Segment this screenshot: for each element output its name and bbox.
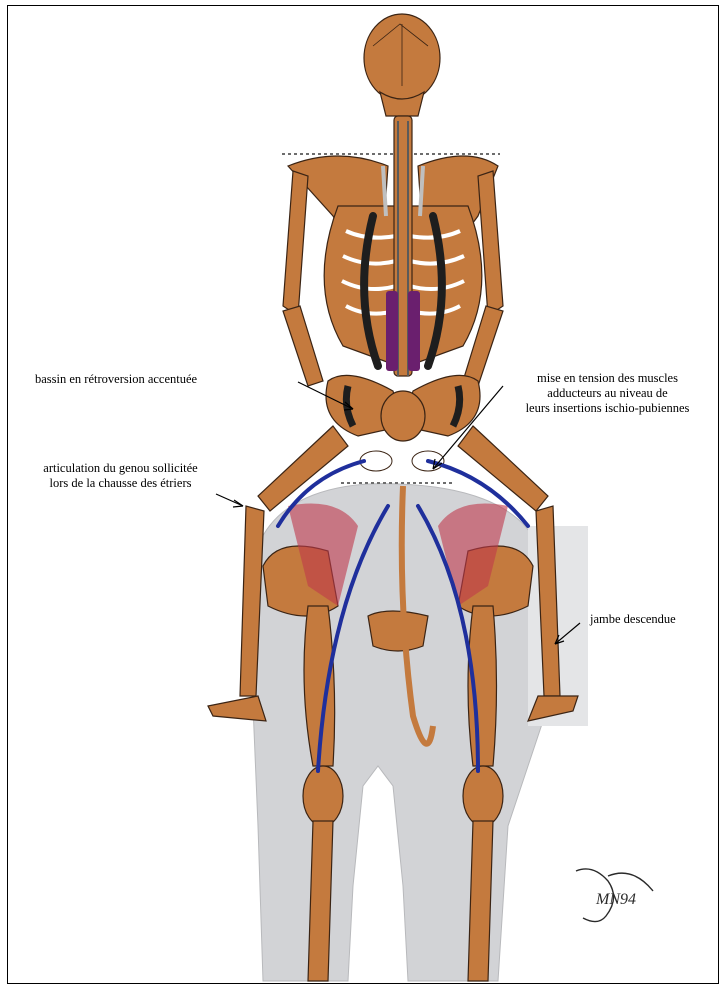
label-adductors: mise en tension des muscles adducteurs a… — [500, 371, 715, 416]
signature-text: MN94 — [595, 891, 636, 908]
label-adductors-line2: adducteurs au niveau de — [500, 386, 715, 401]
rider-horse-skeleton-illustration: .bone { fill:#c47a3e; stroke:#3b2414; st… — [8, 6, 719, 984]
label-knee-line1: articulation du genou sollicitée — [13, 461, 228, 476]
label-knee-line2: lors de la chausse des étriers — [13, 476, 228, 491]
label-knee: articulation du genou sollicitée lors de… — [13, 461, 228, 491]
label-adductors-line3: leurs insertions ischio-pubiennes — [500, 401, 715, 416]
skull — [364, 14, 440, 116]
label-leg: jambe descendue — [590, 612, 676, 627]
label-adductors-line1: mise en tension des muscles — [500, 371, 715, 386]
pelvis — [326, 375, 480, 471]
label-pelvis: bassin en rétroversion accentuée — [35, 372, 197, 387]
illustration-frame: .bone { fill:#c47a3e; stroke:#3b2414; st… — [7, 5, 719, 984]
